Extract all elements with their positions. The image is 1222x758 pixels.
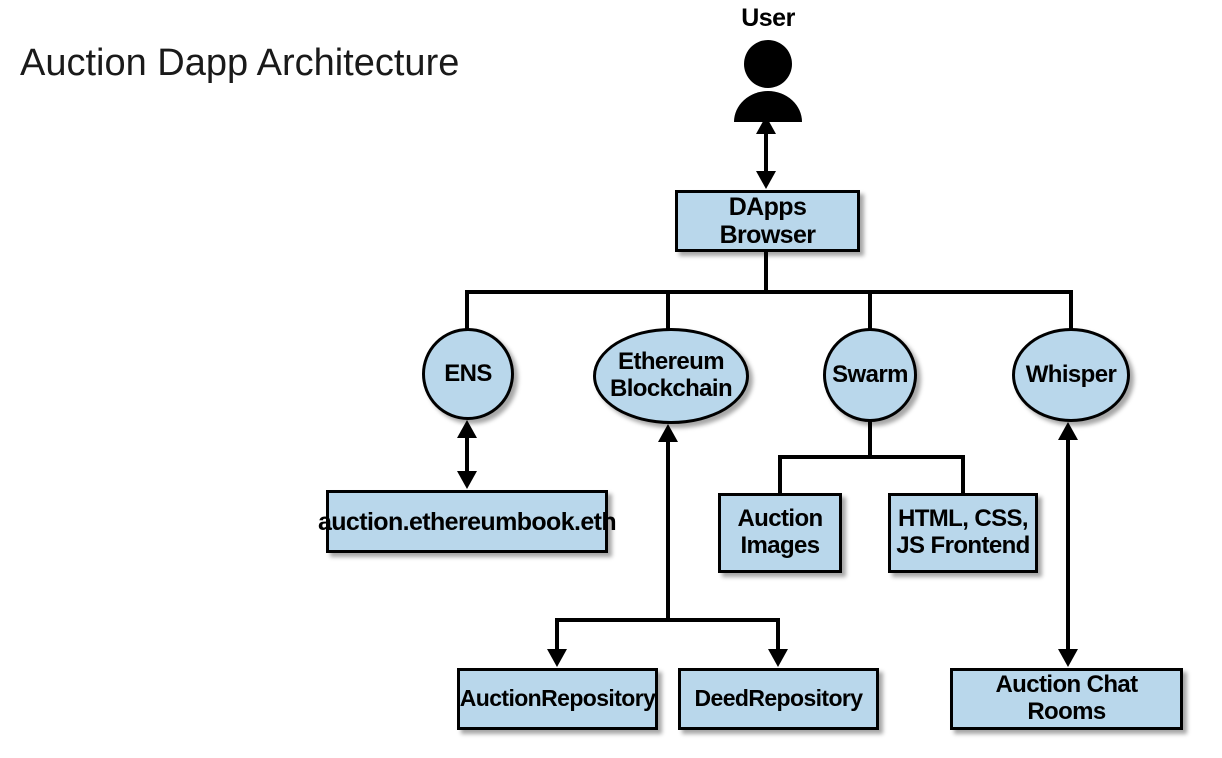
- node-auction-chat-rooms: Auction Chat Rooms: [950, 668, 1183, 730]
- page-title: Auction Dapp Architecture: [20, 42, 460, 84]
- node-deed-repository: DeedRepository: [678, 668, 879, 730]
- node-html-css-js-frontend: HTML, CSS, JS Frontend: [888, 493, 1038, 573]
- node-swarm: Swarm: [823, 328, 917, 422]
- edge-user-dapps-browser: [756, 116, 776, 189]
- node-auction-images: Auction Images: [718, 493, 842, 573]
- node-ens: ENS: [422, 328, 514, 420]
- node-ens-domain: auction.ethereumbook.eth: [318, 490, 617, 553]
- edge-dapps-browser-bus: [465, 252, 1073, 332]
- node-whisper: Whisper: [1012, 328, 1130, 422]
- edge-whisper-chat-rooms: [1058, 422, 1078, 667]
- edge-ens-domain: [457, 420, 477, 489]
- node-auction-repository: AuctionRepository: [457, 668, 658, 730]
- user-label: User: [741, 4, 795, 32]
- user-icon: [734, 40, 802, 122]
- node-dapps-browser: DApps Browser: [675, 190, 860, 252]
- edge-swarm-assets: [778, 420, 965, 494]
- node-ethereum-blockchain: Ethereum Blockchain: [593, 328, 749, 424]
